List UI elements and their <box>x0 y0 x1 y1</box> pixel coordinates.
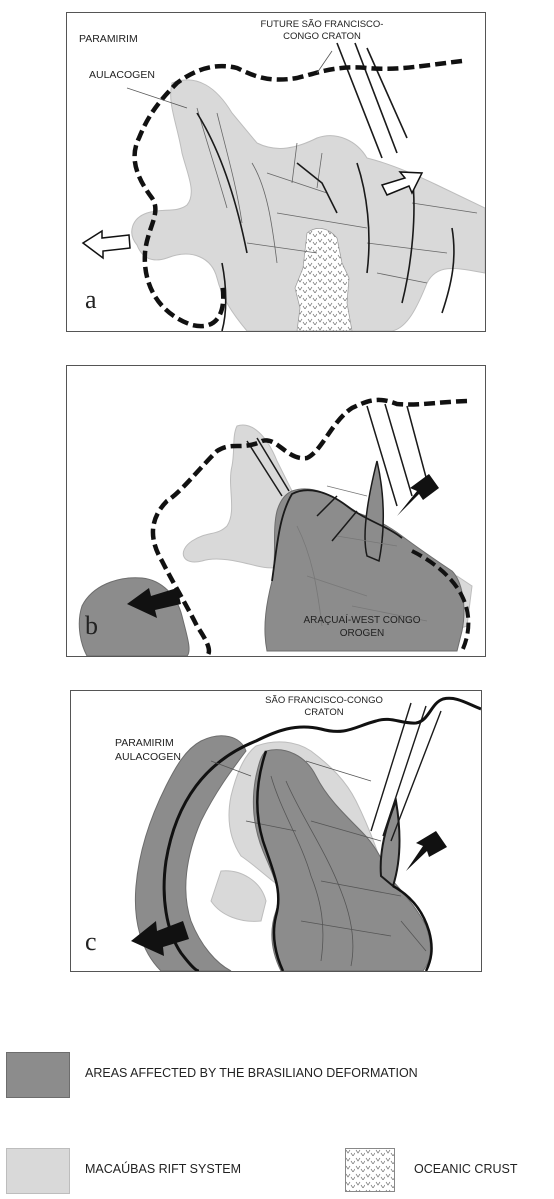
orogen-spike <box>365 461 383 561</box>
label-future-craton: FUTURE SÃO FRANCISCO- CONGO CRATON <box>227 19 417 43</box>
label-orogen-line2: OROGEN <box>287 627 437 640</box>
panel-b: ARAÇUAÍ-WEST CONGO OROGEN b <box>66 365 486 657</box>
panel-b-letter: b <box>85 611 98 641</box>
legend-swatch-macaubas <box>6 1148 70 1194</box>
panel-a: PARAMIRIM AULACOGEN FUTURE SÃO FRANCISCO… <box>66 12 486 332</box>
label-craton-c: SÃO FRANCISCO-CONGO CRATON <box>249 695 399 719</box>
label-orogen: ARAÇUAÍ-WEST CONGO OROGEN <box>287 614 437 640</box>
label-craton-c-line1: SÃO FRANCISCO-CONGO <box>249 695 399 707</box>
panel-c-map <box>71 691 481 971</box>
label-paramirim-c: PARAMIRIM <box>115 737 174 750</box>
legend-label-oceanic: OCEANIC CRUST <box>414 1162 517 1176</box>
extension-arrow-left <box>83 231 130 258</box>
legend-swatch-brasiliano <box>6 1052 70 1098</box>
macaubas-rift-south <box>211 871 266 922</box>
legend-label-brasiliano: AREAS AFFECTED BY THE BRASILIANO DEFORMA… <box>85 1066 418 1080</box>
compression-arrow-east <box>406 831 447 871</box>
label-orogen-line1: ARAÇUAÍ-WEST CONGO <box>287 614 437 627</box>
legend-label-macaubas: MACAÚBAS RIFT SYSTEM <box>85 1162 241 1176</box>
panel-c: SÃO FRANCISCO-CONGO CRATON PARAMIRIM AUL… <box>70 690 482 972</box>
label-aulacogen-c: AULACOGEN <box>115 751 181 764</box>
legend-swatch-oceanic <box>345 1148 395 1192</box>
label-craton-c-line2: CRATON <box>249 707 399 719</box>
panel-b-map <box>67 366 485 656</box>
panel-a-map <box>67 13 485 331</box>
panel-c-letter: c <box>85 927 97 957</box>
label-paramirim: PARAMIRIM <box>79 33 138 46</box>
label-aulacogen: AULACOGEN <box>89 69 155 82</box>
panel-a-letter: a <box>85 285 97 315</box>
compression-arrow-east <box>397 474 439 516</box>
